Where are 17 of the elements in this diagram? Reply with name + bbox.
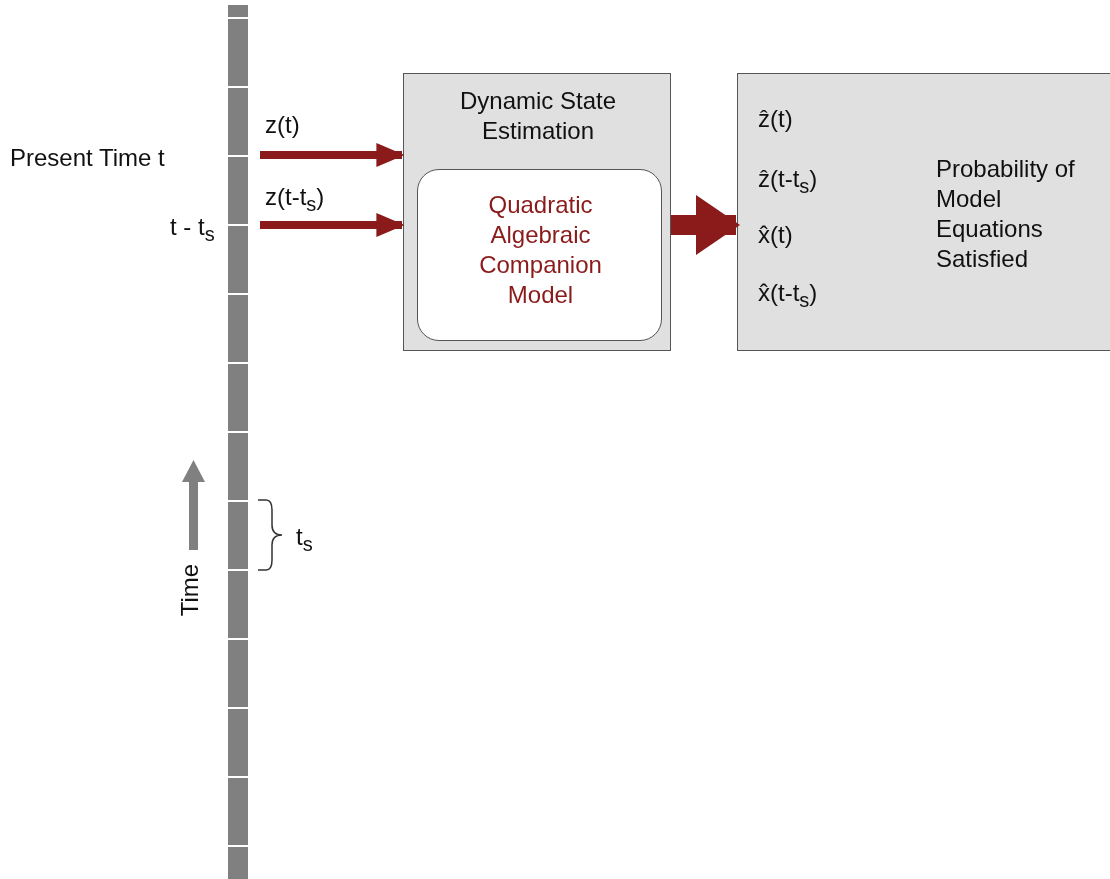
- time-label: Present Time t: [10, 143, 165, 173]
- output-box: [737, 73, 1110, 351]
- estimate-label: x̂(t-t$_{s}$): [758, 278, 818, 313]
- model-box: [417, 169, 662, 341]
- box-title: Dynamic State Estimation: [458, 86, 618, 146]
- interval-label: t$_{s}$: [296, 522, 313, 557]
- estimate-label: ẑ(t): [758, 104, 793, 134]
- edge-label: z(t-t$_{s}$): [265, 182, 325, 217]
- estimate-label: ẑ(t-t$_{s}$): [758, 164, 818, 199]
- axis-label: Time: [175, 562, 204, 619]
- estimate-label: x̂(t): [758, 220, 793, 250]
- arrow: [671, 195, 740, 255]
- time-label: t - t$_{s}$: [170, 212, 215, 247]
- process-box: [403, 73, 671, 351]
- probability-label: Probability of Model Equations Satisfied: [936, 154, 1076, 274]
- edge-label: z(t): [265, 110, 300, 140]
- model-label: Quadratic Algebraic Companion Model: [478, 190, 603, 310]
